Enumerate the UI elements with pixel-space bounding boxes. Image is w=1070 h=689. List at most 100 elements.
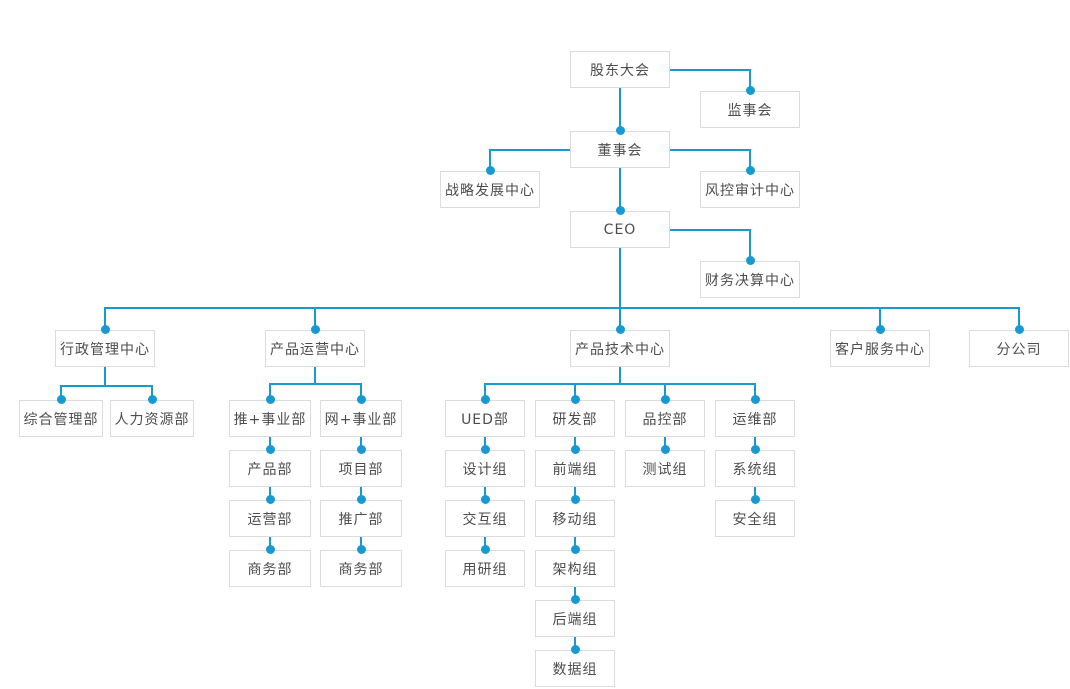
connector-dot: [356, 444, 366, 454]
org-node-business-dept-2: 商务部: [320, 550, 402, 587]
org-node-design-group: 设计组: [445, 450, 525, 487]
connector-line: [489, 148, 571, 151]
org-node-rnd-dept: 研发部: [535, 400, 615, 437]
connector-dot: [265, 544, 275, 554]
connector-line: [1018, 308, 1020, 330]
connector-line: [104, 308, 106, 330]
connector-dot: [750, 494, 760, 504]
connector-line: [484, 383, 756, 385]
org-node-operation-dept: 运营部: [229, 500, 311, 537]
org-node-label: 前端组: [552, 461, 598, 478]
org-node-label: 人力资源部: [114, 411, 190, 428]
connector-line: [104, 367, 106, 386]
org-node-admin-center: 行政管理中心: [55, 330, 155, 367]
connector-dot: [750, 394, 760, 404]
org-node-ops-dept: 运维部: [715, 400, 795, 437]
org-node-label: 风控审计中心: [705, 182, 795, 199]
org-node-wang-division: 网+事业部: [320, 400, 402, 437]
connector-line: [669, 228, 751, 231]
connector-dot: [265, 494, 275, 504]
org-node-label: 推广部: [338, 511, 384, 528]
org-node-label: 产品技术中心: [575, 341, 665, 358]
org-node-label: 后端组: [552, 611, 598, 628]
connector-line: [104, 307, 1020, 309]
connector-line: [749, 149, 751, 171]
connector-line: [151, 386, 153, 400]
connector-dot: [750, 444, 760, 454]
org-node-label: 商务部: [247, 561, 293, 578]
connector-line: [879, 308, 881, 330]
connector-line: [60, 385, 153, 387]
org-node-testing-group: 测试组: [625, 450, 705, 487]
connector-line: [360, 384, 362, 400]
connector-dot: [100, 324, 110, 334]
connector-line: [484, 487, 486, 500]
org-node-interaction-group: 交互组: [445, 500, 525, 537]
connector-line: [749, 69, 751, 91]
connector-line: [484, 384, 486, 400]
org-node-label: 用研组: [462, 561, 508, 578]
connector-dot: [485, 165, 495, 175]
connector-dot: [480, 494, 490, 504]
org-node-branch: 分公司: [969, 330, 1069, 367]
connector-dot: [570, 494, 580, 504]
org-node-business-dept-1: 商务部: [229, 550, 311, 587]
connector-line: [574, 537, 576, 550]
org-node-label: 架构组: [552, 561, 598, 578]
connector-dot: [570, 644, 580, 654]
connector-dot: [615, 125, 625, 135]
connector-dot: [875, 324, 885, 334]
org-node-backend-group: 后端组: [535, 600, 615, 637]
org-node-ued-dept: UED部: [445, 400, 525, 437]
connector-dot: [56, 394, 66, 404]
org-node-label: 客户服务中心: [835, 341, 925, 358]
org-node-label: 测试组: [642, 461, 688, 478]
connector-line: [269, 383, 362, 385]
connector-line: [574, 637, 576, 650]
connector-line: [360, 537, 362, 550]
org-node-label: 综合管理部: [23, 411, 99, 428]
org-node-board: 董事会: [570, 131, 670, 168]
org-node-label: 项目部: [338, 461, 384, 478]
connector-line: [619, 168, 621, 211]
org-node-frontend-group: 前端组: [535, 450, 615, 487]
org-node-label: 安全组: [732, 511, 778, 528]
org-node-risk-audit-center: 风控审计中心: [700, 171, 800, 208]
org-node-label: 移动组: [552, 511, 598, 528]
org-node-label: 研发部: [552, 411, 598, 428]
connector-dot: [570, 444, 580, 454]
org-node-product-dept: 产品部: [229, 450, 311, 487]
org-node-qc-dept: 品控部: [625, 400, 705, 437]
org-node-promotion-dept: 推广部: [320, 500, 402, 537]
connector-line: [669, 148, 751, 151]
connector-line: [664, 384, 666, 400]
connector-line: [669, 68, 751, 71]
org-node-shareholders: 股东大会: [570, 51, 670, 88]
org-node-label: 分公司: [996, 341, 1042, 358]
org-node-label: 运营部: [247, 511, 293, 528]
org-node-strategy-center: 战略发展中心: [440, 171, 540, 208]
connector-dot: [745, 255, 755, 265]
org-node-label: UED部: [461, 411, 509, 428]
org-node-finance-center: 财务决算中心: [700, 261, 800, 298]
org-node-label: 产品部: [247, 461, 293, 478]
connector-line: [754, 384, 756, 400]
connector-dot: [480, 394, 490, 404]
connector-line: [484, 537, 486, 550]
org-node-general-admin: 综合管理部: [19, 400, 103, 437]
connector-dot: [570, 544, 580, 554]
org-node-label: 运维部: [732, 411, 778, 428]
connector-dot: [660, 444, 670, 454]
connector-line: [314, 367, 316, 384]
org-node-ceo: CEO: [570, 211, 670, 248]
org-node-label: 商务部: [338, 561, 384, 578]
connector-dot: [356, 494, 366, 504]
connector-dot: [356, 544, 366, 554]
org-node-mobile-group: 移动组: [535, 500, 615, 537]
connector-line: [619, 367, 621, 384]
org-node-architecture-group: 架构组: [535, 550, 615, 587]
org-node-supervisory: 监事会: [700, 91, 800, 128]
org-node-hr: 人力资源部: [110, 400, 194, 437]
connector-line: [269, 384, 271, 400]
